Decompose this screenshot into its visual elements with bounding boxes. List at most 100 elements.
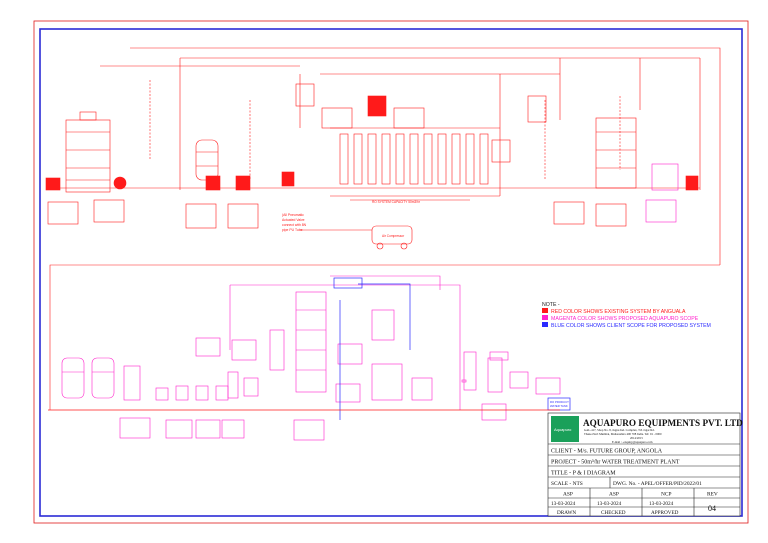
table-b13 — [489, 351, 509, 361]
approved-label: APPROVED — [651, 510, 679, 516]
rev-number: 04 — [708, 504, 716, 513]
ro-product-line-2: WATER TANK — [550, 404, 568, 408]
ro-membrane-bank — [339, 133, 489, 185]
note-swatch-existing — [542, 308, 548, 313]
note-client: BLUE COLOR SHOWS CLIENT SCOPE FOR PROPOS… — [551, 323, 711, 329]
pump-1 — [45, 177, 61, 191]
project-line: PROJECT - 50m³/hr WATER TREATMENT PLANT — [551, 460, 680, 466]
cleaning-tank-2 — [91, 357, 115, 399]
table-b2 — [231, 339, 257, 361]
central-skid — [295, 291, 327, 393]
right-table-2 — [595, 203, 627, 227]
table-b1 — [195, 337, 221, 357]
drawn-initials: ASP — [563, 492, 573, 498]
transfer-loop — [49, 264, 720, 410]
tank-label-1 — [93, 199, 125, 223]
client-scope-elements — [333, 277, 571, 420]
vertical-risers — [179, 58, 701, 196]
pneumatic-note: (All Pneumatic Actuated Valve connect wi… — [282, 213, 307, 232]
tank-b1 — [371, 309, 395, 341]
sheet-frame — [33, 20, 749, 524]
table-b8 — [221, 419, 245, 439]
company-logo — [551, 416, 579, 442]
bottom-loop — [330, 275, 441, 290]
dosing-pump-3 — [195, 385, 209, 401]
pneumatic-note-line-2: Actuated Valve — [282, 218, 305, 222]
table-2 — [185, 203, 217, 229]
vessel-a — [227, 371, 239, 399]
right-table-1 — [553, 201, 585, 225]
dosing-tank-a — [205, 175, 221, 191]
title-block — [547, 412, 741, 517]
top-dosing-2 — [367, 95, 387, 117]
table-b4 — [461, 379, 467, 383]
notes: NOTE - RED COLOR SHOWS EXISTING SYSTEM B… — [542, 302, 711, 329]
pneumatic-note-line-3: connect with 8N — [282, 223, 307, 227]
note-existing: RED COLOR SHOWS EXISTING SYSTEM BY ANGUA… — [551, 309, 686, 315]
bottom-header — [229, 284, 461, 410]
scale-line: SCALE - NTS — [551, 481, 583, 487]
existing-system-section — [45, 47, 721, 265]
dosing-pump-1 — [155, 387, 169, 401]
drawn-date: 13-03-2024 — [551, 501, 576, 507]
checked-date: 13-03-2024 — [597, 501, 622, 507]
tank-b3 — [411, 377, 433, 401]
top-dosing-1 — [295, 83, 315, 107]
filter-housing — [123, 365, 141, 401]
right-pump — [685, 175, 699, 191]
company-name: AQUAPURO EQUIPMENTS PVT. LTD — [583, 418, 743, 428]
pneumatic-note-line-4: pipe PU Tube — [282, 228, 303, 232]
permeate-tank — [595, 117, 637, 189]
title-line: TITLE - P & I DIAGRAM — [551, 471, 616, 477]
top-proposed-elements — [645, 163, 679, 223]
inner-border — [39, 28, 743, 517]
dosing-pump-2 — [175, 385, 189, 401]
note-proposed: MAGENTA COLOR SHOWS PROPOSED AQUAPURO SC… — [551, 316, 699, 322]
outer-border — [33, 20, 749, 524]
air-compressor — [300, 225, 413, 250]
address-line-2: Thane-Navi Mumbai, Maharashtra 400 708 I… — [584, 432, 662, 437]
dash-lines — [149, 80, 621, 180]
pneumatic-note-line-1: (All Pneumatic — [282, 213, 304, 217]
notes-heading: NOTE - — [542, 302, 560, 308]
table-b12 — [535, 377, 561, 395]
table-b3 — [337, 343, 363, 365]
ro-product-line-1: RO PRODUCT — [550, 400, 569, 404]
ro-panel-2 — [527, 95, 547, 123]
magenta-table-top — [645, 199, 677, 223]
ro-panel — [491, 139, 511, 163]
table-b7 — [195, 419, 221, 439]
address-line-4: E-mail : -enquiry@aquapuro.com — [612, 440, 653, 444]
dosing-pump-5 — [243, 377, 259, 397]
address-line-1: GAL-417, Shop No. 8, Jugnu Ind. Complex,… — [584, 428, 655, 433]
dosing-pump-4 — [215, 385, 229, 401]
top-table-1 — [321, 107, 353, 129]
checked-initials: ASP — [609, 492, 619, 498]
ro-header-pipe — [330, 127, 500, 197]
client-box-1 — [333, 277, 363, 289]
booster-pump — [281, 171, 295, 187]
table-b11 — [481, 403, 507, 421]
table-3 — [227, 203, 259, 229]
client-loop — [339, 283, 411, 420]
tank-b2 — [371, 363, 403, 401]
air-compressor-label: Air Compressor — [382, 234, 405, 238]
top-recirc-pipe — [100, 65, 560, 75]
top-header-pipe — [130, 47, 721, 265]
logo-text: Aquapuro — [554, 427, 572, 432]
note-swatch-client — [542, 322, 548, 327]
vessel-c — [487, 357, 503, 393]
table-b6 — [165, 419, 193, 439]
magenta-tank-top — [651, 163, 679, 191]
address-line-3: 2014/2015 — [630, 436, 643, 440]
table-1 — [47, 201, 79, 225]
table-b10 — [335, 383, 361, 403]
drawn-label: DRAWN — [557, 510, 576, 516]
approved-date: 13-03-2024 — [649, 501, 674, 507]
ro-system-caption: RO SYSTEM CAPACITY 50m3/hr — [372, 200, 421, 204]
cleaning-tank-1 — [61, 357, 85, 399]
dosing-tank-b — [235, 175, 251, 191]
table-b5 — [119, 417, 151, 439]
raw-water-tank — [65, 111, 111, 193]
